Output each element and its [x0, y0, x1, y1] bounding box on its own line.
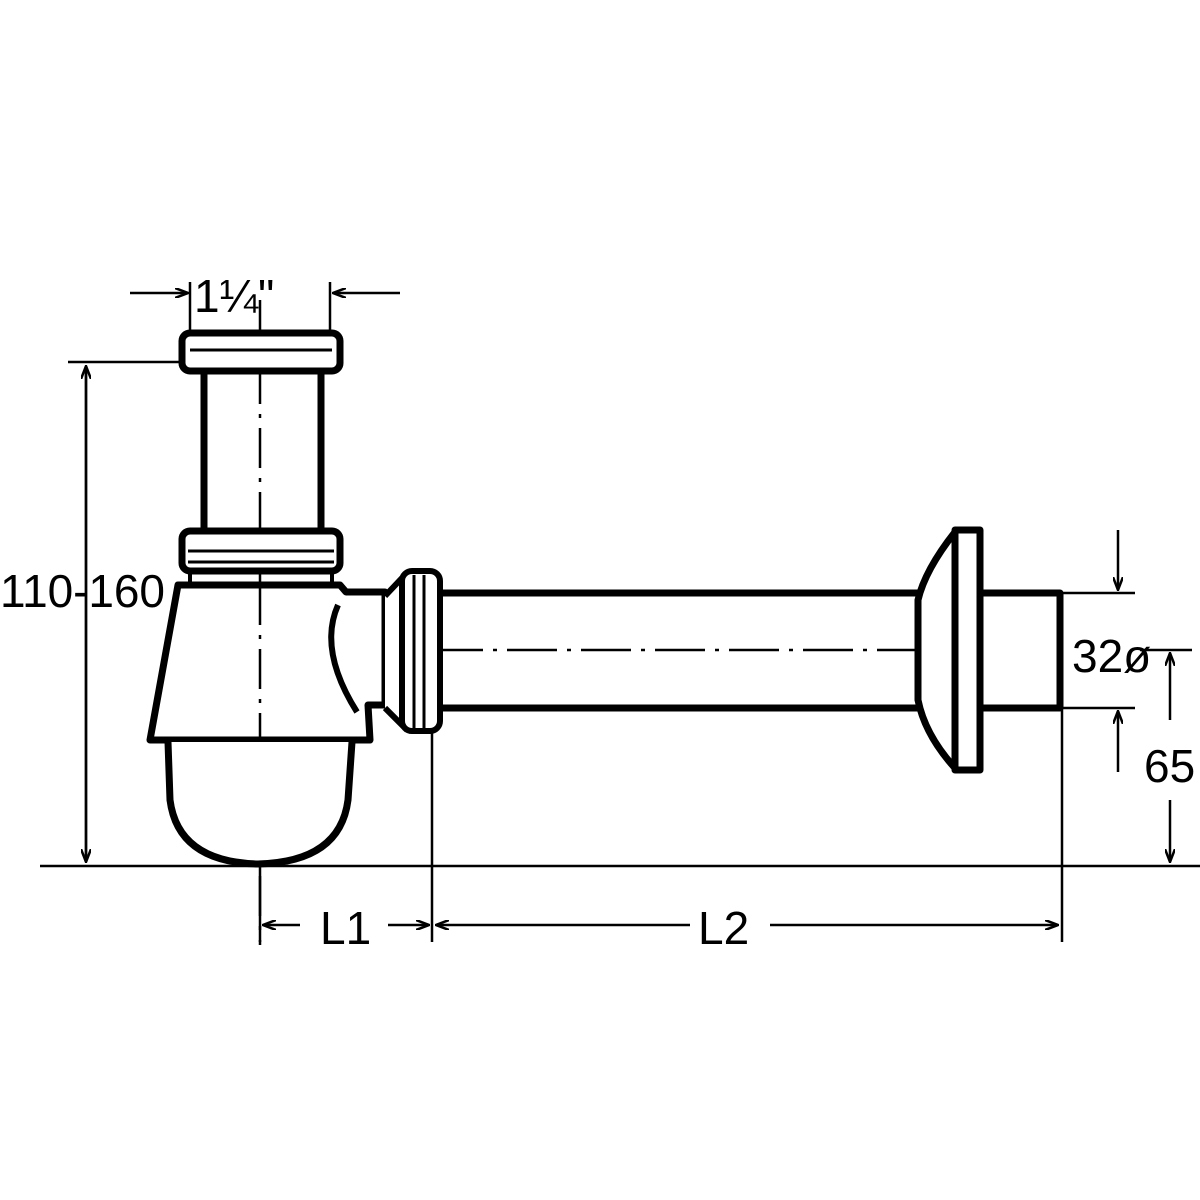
height-range-label: 110-160 [0, 565, 165, 617]
dimension-lines [40, 282, 1200, 942]
trap-body [146, 581, 389, 868]
length-1-label: L1 [320, 902, 371, 954]
inlet-assembly [178, 329, 344, 584]
wall-rosette [914, 526, 1064, 774]
length-2-label: L2 [698, 902, 749, 954]
outlet-nut [382, 568, 443, 734]
pipe-diameter-label: 32ø [1072, 630, 1151, 682]
outlet-pipe [440, 589, 920, 712]
thread-size-label: 1¼" [194, 270, 274, 322]
wall-height-label: 65 [1144, 740, 1195, 792]
